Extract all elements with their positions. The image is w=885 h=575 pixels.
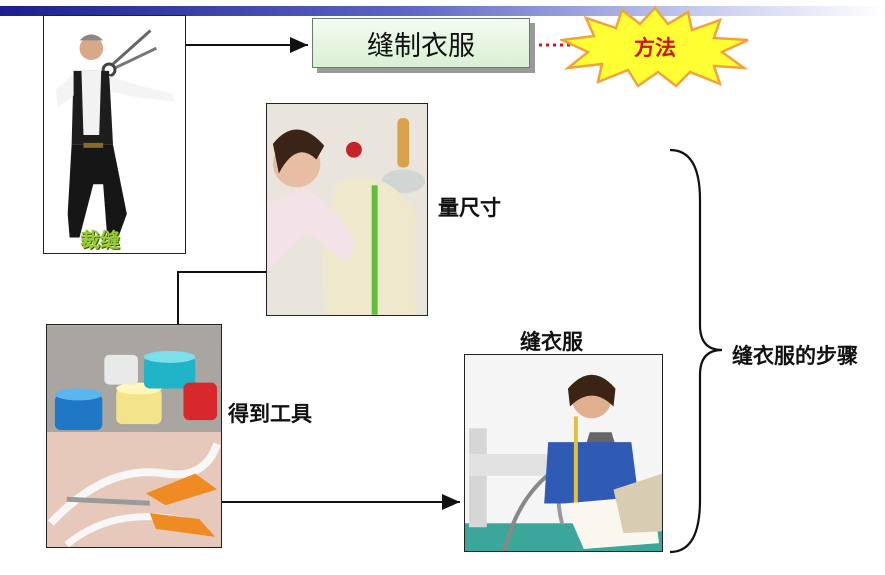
summary-brace [670,150,722,552]
sew-clothes-box: 缝制衣服 [312,18,530,68]
scissors-icon [103,30,156,75]
method-label: 方法 [560,6,750,88]
tools-photo [46,324,222,548]
summary-label: 缝衣服的步骤 [732,340,858,370]
line-measure-to-tools [178,272,266,324]
step-tools-label: 得到工具 [228,398,312,428]
tailor-caption: 裁缝 [80,224,120,253]
step-sew-label: 缝衣服 [520,326,583,356]
step-measure-label: 量尺寸 [438,192,501,222]
measuring-photo [266,103,428,316]
sewing-photo [464,354,663,552]
tailor-photo [43,15,186,254]
